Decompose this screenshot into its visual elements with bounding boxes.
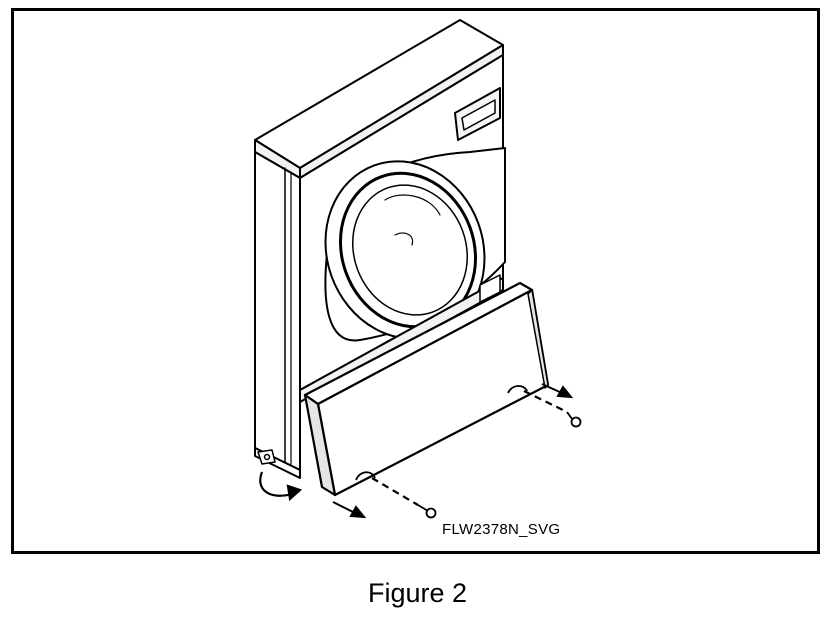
direction-arrow: [541, 383, 574, 399]
washer-side-panel: [254, 151, 301, 471]
curved-arrow: [259, 471, 303, 502]
screw-icon: [417, 504, 437, 519]
kickplate-panel: [303, 281, 550, 497]
direction-arrow: [332, 501, 367, 519]
drawing-code: FLW2378N_SVG: [442, 521, 561, 538]
screw-icon: [566, 411, 582, 428]
door-glass: [351, 184, 469, 316]
figure-caption: Figure 2: [367, 578, 468, 608]
